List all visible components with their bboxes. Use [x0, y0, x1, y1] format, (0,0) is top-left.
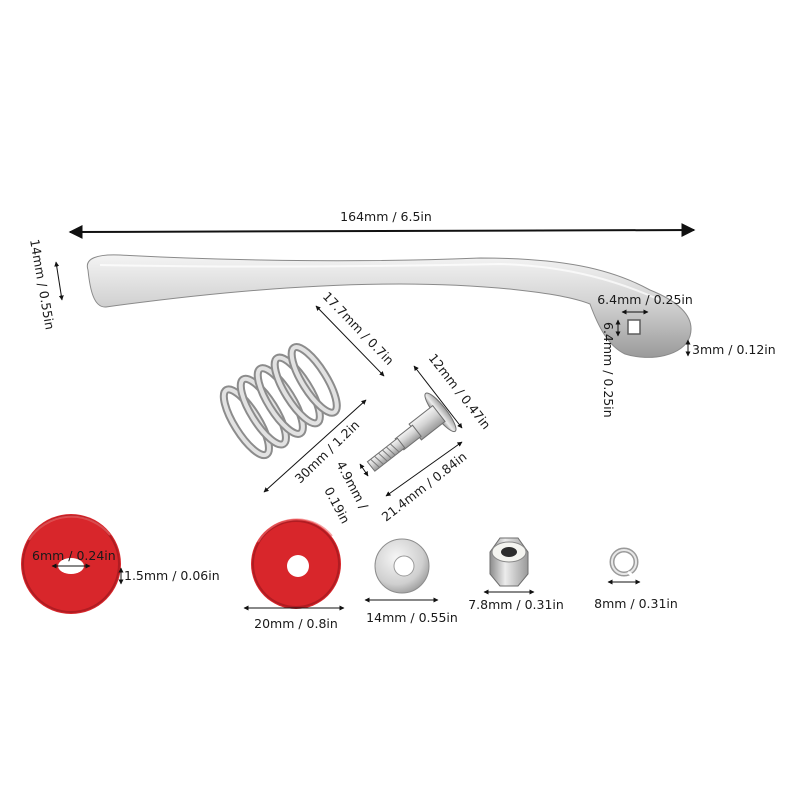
square-hole-height-label: 6.4mm / 0.25in — [601, 322, 616, 418]
square-hole — [627, 319, 641, 335]
spring-diameter-label: 17.7mm / 0.7in — [320, 289, 397, 368]
bolt-head-arrow — [413, 365, 463, 429]
bolt-length-label: 21.4mm / 0.84in — [379, 449, 470, 525]
length-arrow — [68, 223, 696, 239]
nut-size-label: 7.8mm / 0.31in — [468, 597, 564, 612]
square-hole-width-label: 6.4mm / 0.25in — [597, 292, 693, 307]
red-washer-left — [21, 514, 121, 614]
lever-arm — [86, 254, 692, 358]
bolt-length-arrow — [385, 441, 463, 497]
metal-flat-washer — [374, 538, 430, 594]
red-washer-middle — [251, 518, 341, 609]
washer-thickness-label: 1.5mm / 0.06in — [124, 568, 220, 583]
lever-length-label: 164mm / 6.5in — [340, 209, 432, 224]
split-lock-washer — [609, 547, 639, 578]
spring-diameter-arrow — [315, 305, 385, 377]
red-washer-diameter-label: 20mm / 0.8in — [254, 616, 338, 631]
lever-thickness-label: 3mm / 0.12in — [692, 342, 776, 357]
lock-nut — [489, 537, 529, 587]
width-arrow — [54, 261, 64, 301]
lever-width-label: 14mm / 0.55in — [27, 238, 58, 331]
spring-length-arrow — [263, 399, 367, 493]
spring-washer-label: 8mm / 0.31in — [594, 596, 678, 611]
bolt-thread-arrow — [359, 463, 369, 477]
metal-washer-label: 14mm / 0.55in — [366, 610, 458, 625]
washer-hole-label: 6mm / 0.24in — [32, 548, 116, 563]
